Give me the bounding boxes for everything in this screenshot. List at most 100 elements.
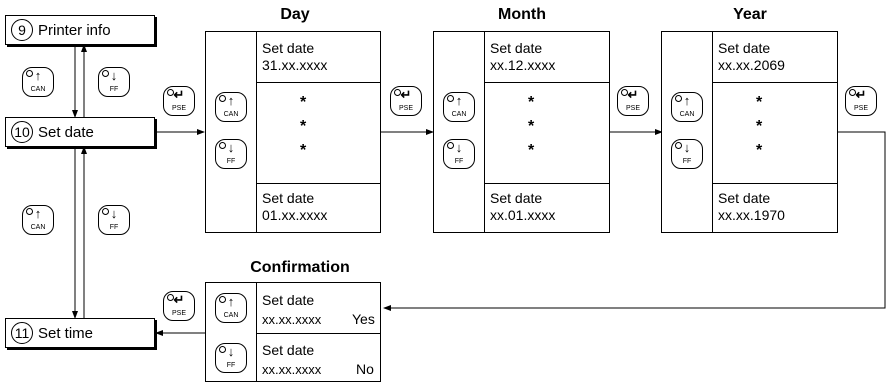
day-top-line1: Set date xyxy=(262,40,315,56)
arrow-down-icon: ↓ xyxy=(455,140,463,155)
divider xyxy=(484,82,609,83)
star: * xyxy=(300,94,307,111)
confirm-yes-answer: Yes xyxy=(352,311,375,327)
arrow-up-icon: ↑ xyxy=(455,93,463,108)
led-indicator xyxy=(219,142,226,149)
enter-icon: ↵ xyxy=(173,87,185,102)
day-title: Day xyxy=(280,6,310,23)
arrow-down-icon: ↓ xyxy=(110,68,118,83)
confirm-no-line1: Set date xyxy=(262,342,315,358)
ff-key[interactable]: ↓ FF xyxy=(671,139,703,169)
led-indicator xyxy=(447,95,454,102)
menu-item-set-time[interactable]: 11 Set time xyxy=(5,318,155,348)
ff-key[interactable]: ↓ FF xyxy=(98,67,130,97)
pse-key[interactable]: ↵ PSE xyxy=(390,86,422,116)
menu-item-printer-info[interactable]: 9 Printer info xyxy=(5,15,155,45)
star: * xyxy=(528,142,535,159)
arrow-up-icon: ↑ xyxy=(227,294,235,309)
star: * xyxy=(756,142,763,159)
led-indicator xyxy=(102,208,109,215)
divider xyxy=(256,333,380,334)
pse-key[interactable]: ↵ PSE xyxy=(163,291,195,321)
key-label: CAN xyxy=(223,111,239,118)
led-indicator xyxy=(447,142,454,149)
key-label: FF xyxy=(109,224,119,231)
ff-key[interactable]: ↓ FF xyxy=(215,139,247,169)
ff-key[interactable]: ↓ FF xyxy=(215,343,247,373)
confirmation-title: Confirmation xyxy=(250,259,350,276)
confirm-no-answer: No xyxy=(356,361,374,377)
led-indicator xyxy=(394,89,401,96)
star: * xyxy=(756,94,763,111)
arrow-up-icon: ↑ xyxy=(34,68,42,83)
key-label: PSE xyxy=(398,105,413,112)
key-label: FF xyxy=(682,158,692,165)
confirm-yes-line1: Set date xyxy=(262,292,315,308)
can-key[interactable]: ↑ CAN xyxy=(671,92,703,122)
arrow-down-icon: ↓ xyxy=(227,140,235,155)
led-indicator xyxy=(167,294,174,301)
menu-label: Printer info xyxy=(38,21,111,39)
key-label: FF xyxy=(454,158,464,165)
led-indicator xyxy=(26,70,33,77)
led-indicator xyxy=(219,95,226,102)
led-indicator xyxy=(26,208,33,215)
can-key[interactable]: ↑ CAN xyxy=(215,293,247,323)
led-indicator xyxy=(849,89,856,96)
key-label: PSE xyxy=(171,105,186,112)
year-bottom-line1: Set date xyxy=(718,190,771,206)
pse-key[interactable]: ↵ PSE xyxy=(163,86,195,116)
menu-number: 9 xyxy=(11,19,33,41)
enter-icon: ↵ xyxy=(400,87,412,102)
year-top-value: xx.xx.2069 xyxy=(718,57,785,73)
confirm-no-value: xx.xx.xxxx xyxy=(262,362,322,377)
key-label: CAN xyxy=(679,111,695,118)
arrow-down-icon: ↓ xyxy=(227,344,235,359)
month-bottom-value: xx.01.xxxx xyxy=(490,207,556,223)
divider xyxy=(256,32,257,232)
key-label: PSE xyxy=(625,105,640,112)
enter-icon: ↵ xyxy=(173,292,185,307)
star: * xyxy=(528,94,535,111)
divider xyxy=(484,32,485,232)
can-key[interactable]: ↑ CAN xyxy=(22,67,54,97)
pse-key[interactable]: ↵ PSE xyxy=(617,86,649,116)
ff-key[interactable]: ↓ FF xyxy=(98,205,130,235)
month-title: Month xyxy=(498,6,546,23)
can-key[interactable]: ↑ CAN xyxy=(215,92,247,122)
day-bottom-value: 01.xx.xxxx xyxy=(262,207,328,223)
month-bottom-line1: Set date xyxy=(490,190,543,206)
day-bottom-line1: Set date xyxy=(262,190,315,206)
menu-item-set-date[interactable]: 10 Set date xyxy=(5,117,155,147)
led-indicator xyxy=(621,89,628,96)
enter-icon: ↵ xyxy=(627,87,639,102)
key-label: CAN xyxy=(30,86,46,93)
led-indicator xyxy=(219,296,226,303)
can-key[interactable]: ↑ CAN xyxy=(443,92,475,122)
divider xyxy=(712,32,713,232)
divider xyxy=(256,82,380,83)
divider xyxy=(256,183,380,184)
pse-key[interactable]: ↵ PSE xyxy=(845,86,877,116)
key-label: CAN xyxy=(30,224,46,231)
star: * xyxy=(756,118,763,135)
arrow-up-icon: ↑ xyxy=(34,206,42,221)
led-indicator xyxy=(102,70,109,77)
led-indicator xyxy=(167,89,174,96)
menu-number: 10 xyxy=(11,121,33,143)
confirmation-panel: Set date xx.xx.xxxx Yes Set date xx.xx.x… xyxy=(205,282,381,382)
led-indicator xyxy=(675,142,682,149)
key-label: PSE xyxy=(853,105,868,112)
star: * xyxy=(300,142,307,159)
arrow-up-icon: ↑ xyxy=(683,93,691,108)
month-top-value: xx.12.xxxx xyxy=(490,57,556,73)
month-top-line1: Set date xyxy=(490,40,543,56)
arrow-up-icon: ↑ xyxy=(227,93,235,108)
day-top-value: 31.xx.xxxx xyxy=(262,57,328,73)
divider xyxy=(256,283,257,381)
key-label: FF xyxy=(226,158,236,165)
year-bottom-value: xx.xx.1970 xyxy=(718,207,785,223)
ff-key[interactable]: ↓ FF xyxy=(443,139,475,169)
can-key[interactable]: ↑ CAN xyxy=(22,205,54,235)
